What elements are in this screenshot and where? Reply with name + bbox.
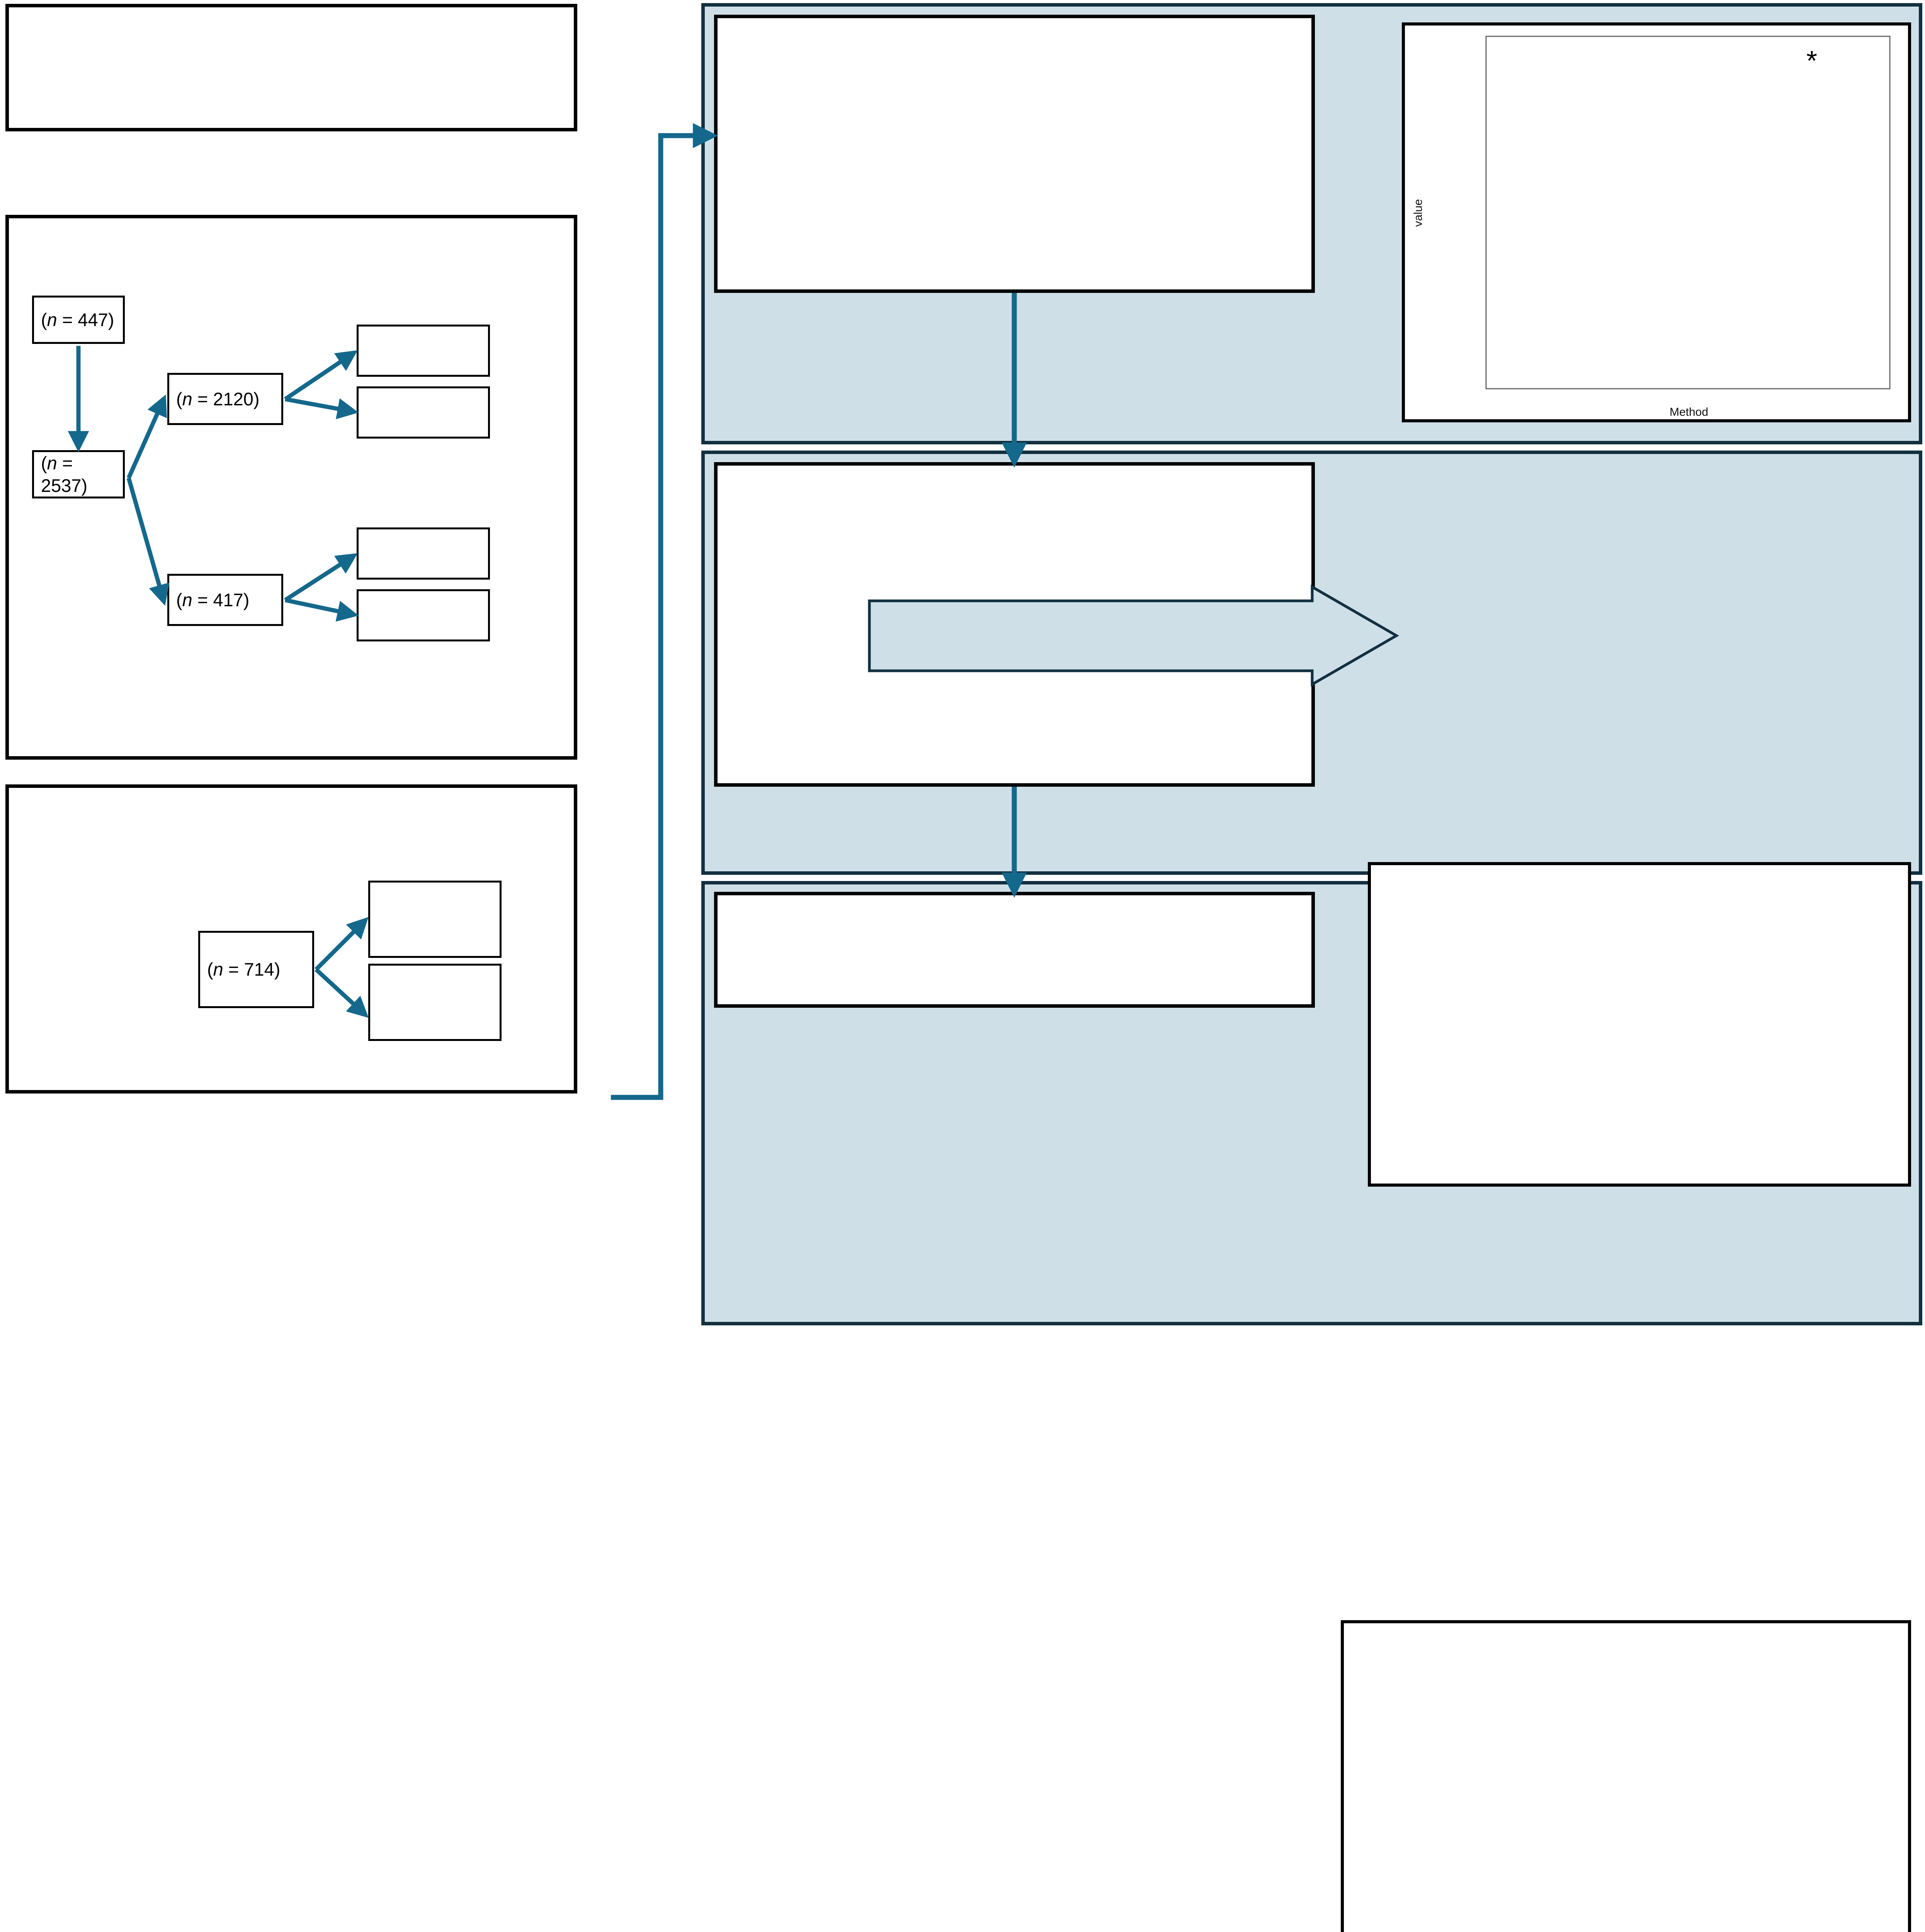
tree-mrmi — [1641, 1027, 1912, 1189]
tree-wlcx — [1371, 865, 1641, 1027]
rpart-highlight-arrow — [868, 584, 1399, 687]
tree-mi — [1371, 1027, 1641, 1189]
node-test-set: (n = 417) — [167, 574, 283, 626]
node-balanced-pet-negative — [368, 881, 502, 958]
node-patients-count: (n = 447) — [41, 309, 114, 330]
strip-ylabel: value — [1412, 199, 1425, 227]
node-test-pet-positive — [357, 589, 490, 641]
step-4-card — [714, 15, 1315, 293]
metrics-panel-plot — [1341, 1620, 1911, 1932]
node-balanced-training-set-count: (n = 714) — [207, 959, 281, 980]
stability-strip-svg: Method value * — [1412, 36, 1891, 418]
node-balanced-training-set: (n = 714) — [198, 931, 314, 1008]
node-patients: (n = 447) — [32, 296, 125, 344]
node-ln-count: (n = 2537) — [41, 453, 88, 496]
step-6-card — [714, 892, 1315, 1008]
stability-strip-plot: Method value * — [1402, 22, 1911, 422]
decision-trees-plot — [1368, 862, 1911, 1187]
step-1-card — [5, 4, 577, 131]
node-training-set-count: (n = 2120) — [176, 388, 260, 409]
strip-xlabel: Method — [1670, 406, 1708, 418]
step-balancing-card: (n = 714) — [5, 784, 577, 1094]
rpart-arrow-shape — [868, 584, 1399, 687]
node-training-pet-negative — [357, 325, 490, 377]
node-training-pet-positive — [357, 386, 490, 439]
node-balanced-pet-positive — [368, 964, 502, 1041]
step-2-card: (n = 447) (n = 2537) (n = 2120) (n = 417… — [5, 215, 577, 760]
connector-balancing-to-feature — [611, 123, 718, 1100]
strip-annotation: * — [1806, 46, 1817, 77]
node-training-set: (n = 2120) — [167, 373, 283, 425]
node-ln: (n = 2537) — [32, 450, 125, 498]
node-test-set-count: (n = 417) — [176, 589, 250, 610]
tree-auc — [1641, 865, 1912, 1027]
node-test-pet-negative — [357, 527, 490, 580]
